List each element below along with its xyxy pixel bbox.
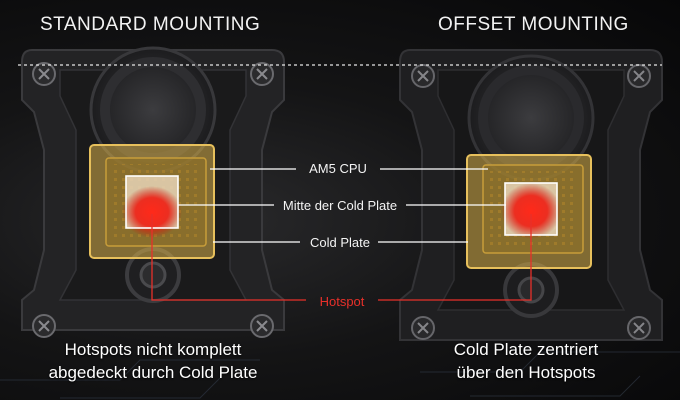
caption-line: Cold Plate zentriert — [453, 340, 599, 359]
standard-mounting-title: STANDARD MOUNTING — [40, 14, 261, 35]
standard-mounting-caption: Hotspots nicht komplett abgedeckt durch … — [49, 338, 258, 384]
cpu-label: AM5 CPU — [309, 161, 367, 176]
callout-lines — [178, 168, 506, 243]
background-circuit-lines — [0, 351, 680, 399]
caption-line: abgedeckt durch Cold Plate — [48, 363, 258, 382]
cold-plate-center-label: Mitte der Cold Plate — [282, 198, 398, 213]
hotspot-label: Hotspot — [319, 294, 365, 309]
caption-line: über den Hotspots — [456, 363, 596, 382]
left-cold-plate — [89, 144, 215, 259]
right-cold-plate — [466, 154, 592, 269]
hotspot-lines — [151, 214, 532, 301]
cold-plate-label: Cold Plate — [310, 235, 370, 250]
offset-mounting-title: OFFSET MOUNTING — [438, 14, 629, 35]
caption-line: Hotspots nicht komplett — [64, 340, 242, 359]
offset-mounting-caption: Cold Plate zentriert über den Hotspots — [454, 338, 599, 384]
